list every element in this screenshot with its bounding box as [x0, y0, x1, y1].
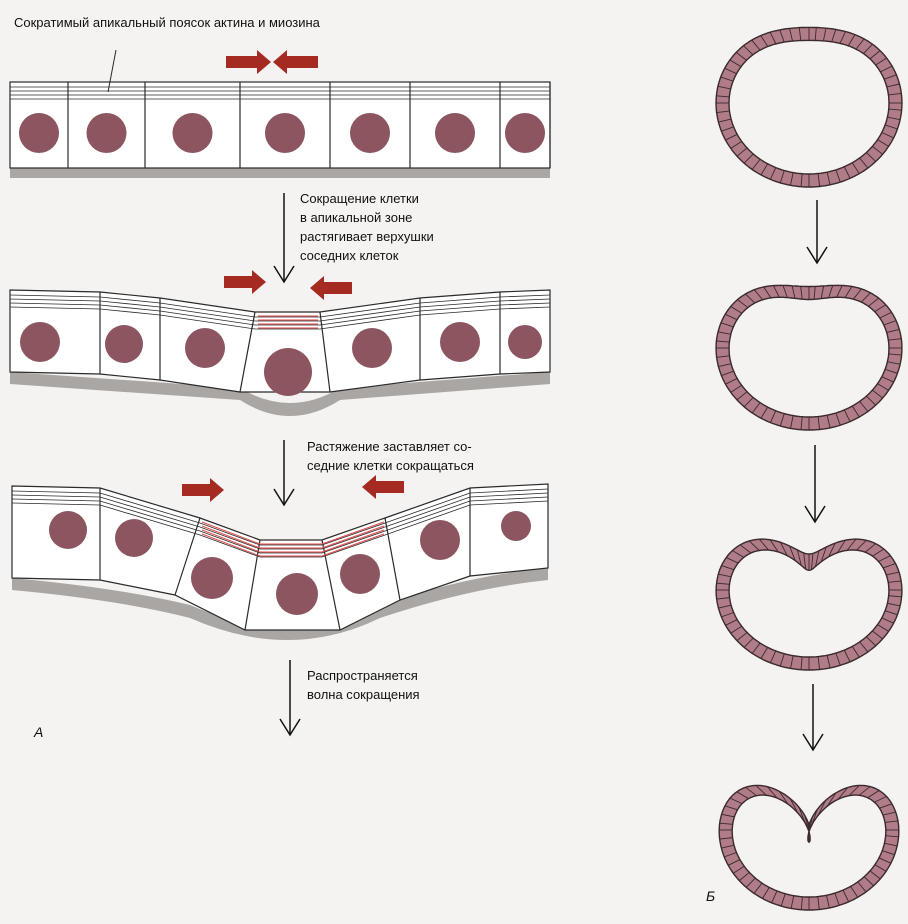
contraction-arrow-right [362, 475, 404, 499]
cell-nucleus [501, 511, 531, 541]
cell-nucleus [340, 554, 380, 594]
cell-nucleus [435, 113, 475, 153]
cell-nucleus [508, 325, 542, 359]
cell-nucleus [19, 113, 59, 153]
cell-nucleus [173, 113, 213, 153]
cell-nucleus [265, 113, 305, 153]
contraction-arrow-right [310, 276, 352, 300]
epithelium-strip-bent [10, 290, 550, 416]
contraction-arrow-left [224, 270, 266, 294]
embryo-early-invagination [716, 285, 902, 430]
contraction-arrow-left [182, 478, 224, 502]
cell-nucleus [191, 557, 233, 599]
cell-nucleus [185, 328, 225, 368]
stage-arrow-b1 [807, 200, 827, 263]
stage-arrow-3 [280, 660, 300, 735]
cell-nucleus [264, 348, 312, 396]
epithelium-strip-folded [12, 484, 548, 640]
cell-nucleus [352, 328, 392, 368]
cell-nucleus [87, 113, 127, 153]
cell-nucleus [20, 322, 60, 362]
apical-belt-label: Сократимый апикальный поясок актина и ми… [14, 13, 320, 32]
contraction-arrow-left [226, 50, 271, 74]
cell-nucleus [350, 113, 390, 153]
cell-nucleus [505, 113, 545, 153]
stage-arrow-b2 [805, 445, 825, 522]
cell-nucleus [440, 322, 480, 362]
stage-arrow-b3 [803, 684, 823, 750]
embryo-wall [716, 285, 902, 430]
embryo-wall [719, 785, 899, 910]
panel-a-letter: А [34, 723, 43, 742]
cell-nucleus [115, 519, 153, 557]
embryo-invagination [716, 539, 902, 670]
stage-arrow-1 [274, 193, 294, 282]
cell-nucleus [276, 573, 318, 615]
cell-nucleus [49, 511, 87, 549]
embryo-wall [716, 27, 902, 187]
wave-label: Распространяется волна сокращения [307, 666, 420, 704]
basal-lamina [10, 168, 550, 178]
cell-nucleus [105, 325, 143, 363]
panel-a-drawing [10, 50, 550, 735]
embryo-gastrula [719, 785, 899, 910]
stage-arrow-2 [274, 440, 294, 505]
contraction-arrow-right [273, 50, 318, 74]
embryo-blastula [716, 27, 902, 187]
apical-contraction-label: Сокращение клетки в апикальной зоне раст… [300, 189, 434, 265]
panel-b-letter: Б [706, 887, 715, 906]
panel-b-drawing [716, 27, 902, 910]
stretch-label: Растяжение заставляет со- седние клетки … [307, 437, 474, 475]
epithelium-strip [10, 82, 550, 178]
cell-nucleus [420, 520, 460, 560]
